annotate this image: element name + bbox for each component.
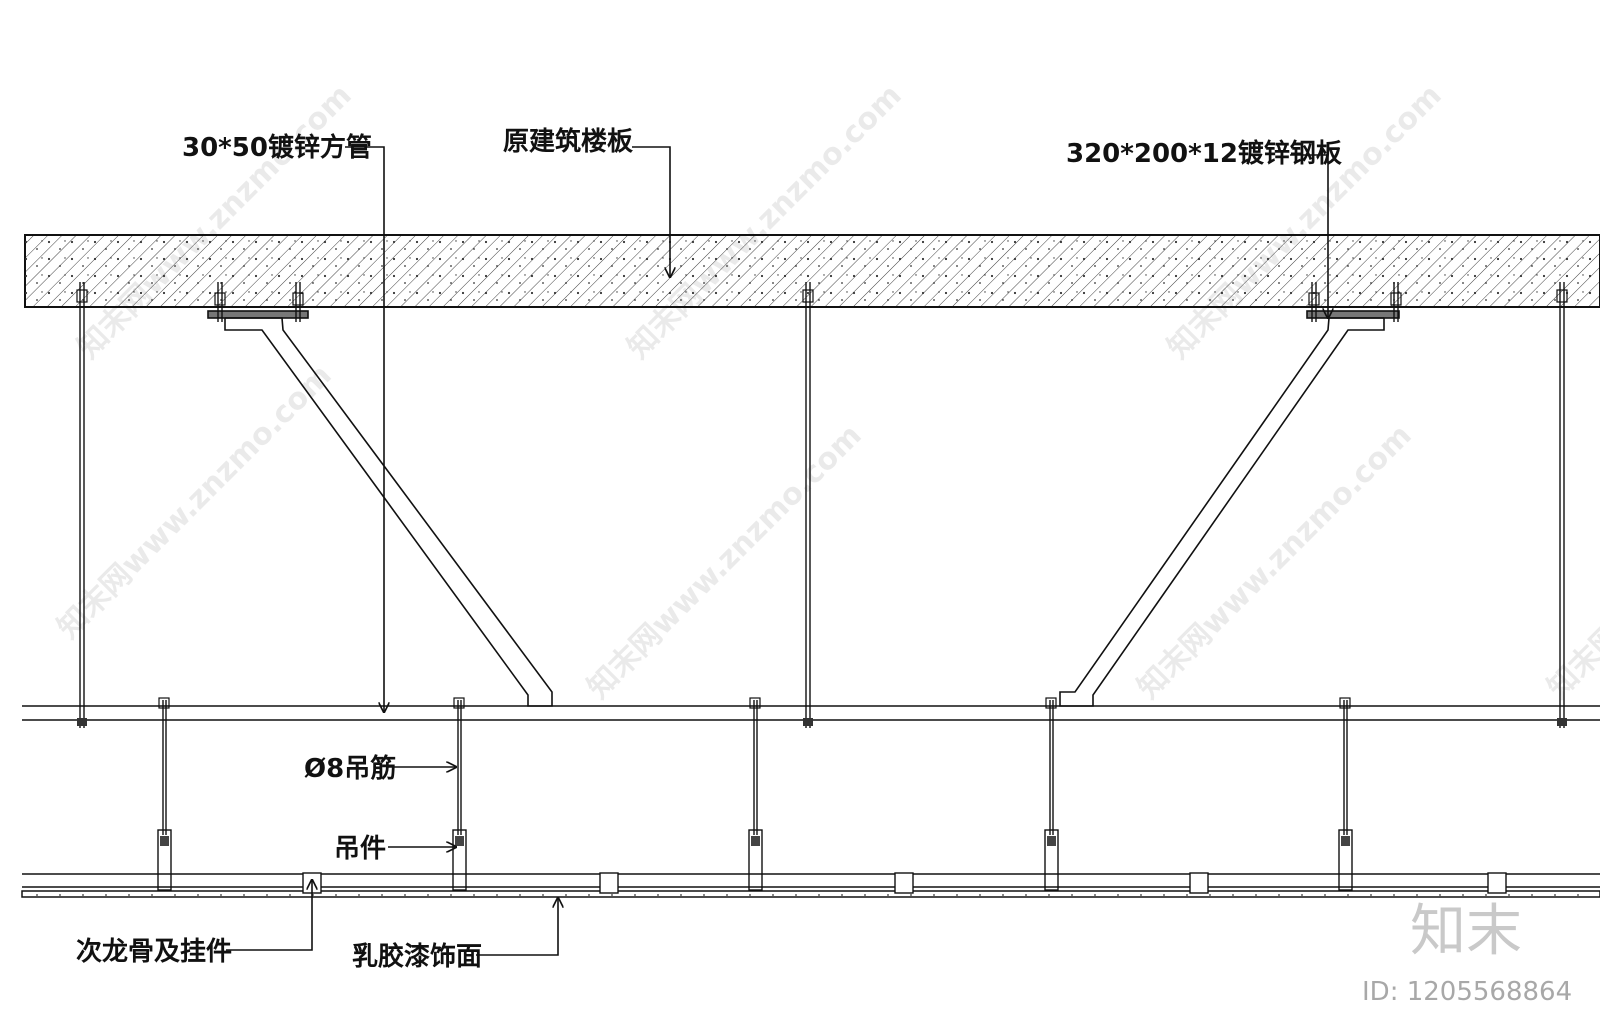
watermark-text: 知末网www.znzmo.com [621, 78, 909, 366]
label-hanger-rod: Ø8吊筋 [304, 753, 396, 784]
long-hanger-rod [76, 282, 88, 728]
hanger-assembly [157, 697, 172, 891]
anchor-bolt [292, 282, 304, 322]
label-steel-plate: 320*200*12镀锌钢板 [1066, 138, 1342, 169]
keel-clips [302, 872, 1507, 894]
keel-clip [1487, 872, 1507, 894]
watermark-text: 知末网www.znzmo.com [71, 78, 359, 366]
diagonal-brace-left [207, 310, 553, 707]
hanger-assembly [1338, 697, 1353, 891]
floor-slab [24, 234, 1600, 308]
leaders [226, 146, 1328, 956]
hanger-rods [76, 282, 1568, 728]
label-hanger: 吊件 [334, 834, 386, 864]
keel-clip [599, 872, 619, 894]
main-keel [22, 705, 1600, 721]
label-secondary-keel: 次龙骨及挂件 [76, 937, 232, 967]
long-hanger-rod [802, 282, 814, 728]
anchor-bolt [1308, 282, 1320, 322]
id-watermark: ID: 1205568864 [1362, 977, 1572, 1007]
long-hanger-rod [1556, 282, 1568, 728]
anchor-bolt [214, 282, 226, 322]
watermark-text: 知末网www.znzmo.com [1161, 78, 1449, 366]
keel-clip [1189, 872, 1209, 894]
secondary-keel-and-finish [21, 873, 1600, 898]
anchor-bolt [1390, 282, 1402, 322]
hangers [157, 697, 1353, 891]
hanger-assembly [452, 697, 467, 891]
watermark-text: 知末网www.znzmo.com [51, 358, 339, 646]
label-latex-finish: 乳胶漆饰面 [352, 941, 482, 972]
label-square-tube: 30*50镀锌方管 [182, 132, 372, 163]
diagonal-brace-right [1059, 310, 1400, 707]
brand-watermark: 知末 [1410, 899, 1522, 964]
hanger-assembly [748, 697, 763, 891]
keel-clip [894, 872, 914, 894]
watermark-text: 知末网www.znzmo.com [1541, 418, 1600, 706]
hanger-assembly [1044, 697, 1059, 891]
label-floor-slab: 原建筑楼板 [503, 126, 633, 157]
watermark-text: 知末网www.znzmo.com [1131, 418, 1419, 706]
watermark-text: 知末网www.znzmo.com [581, 418, 869, 706]
